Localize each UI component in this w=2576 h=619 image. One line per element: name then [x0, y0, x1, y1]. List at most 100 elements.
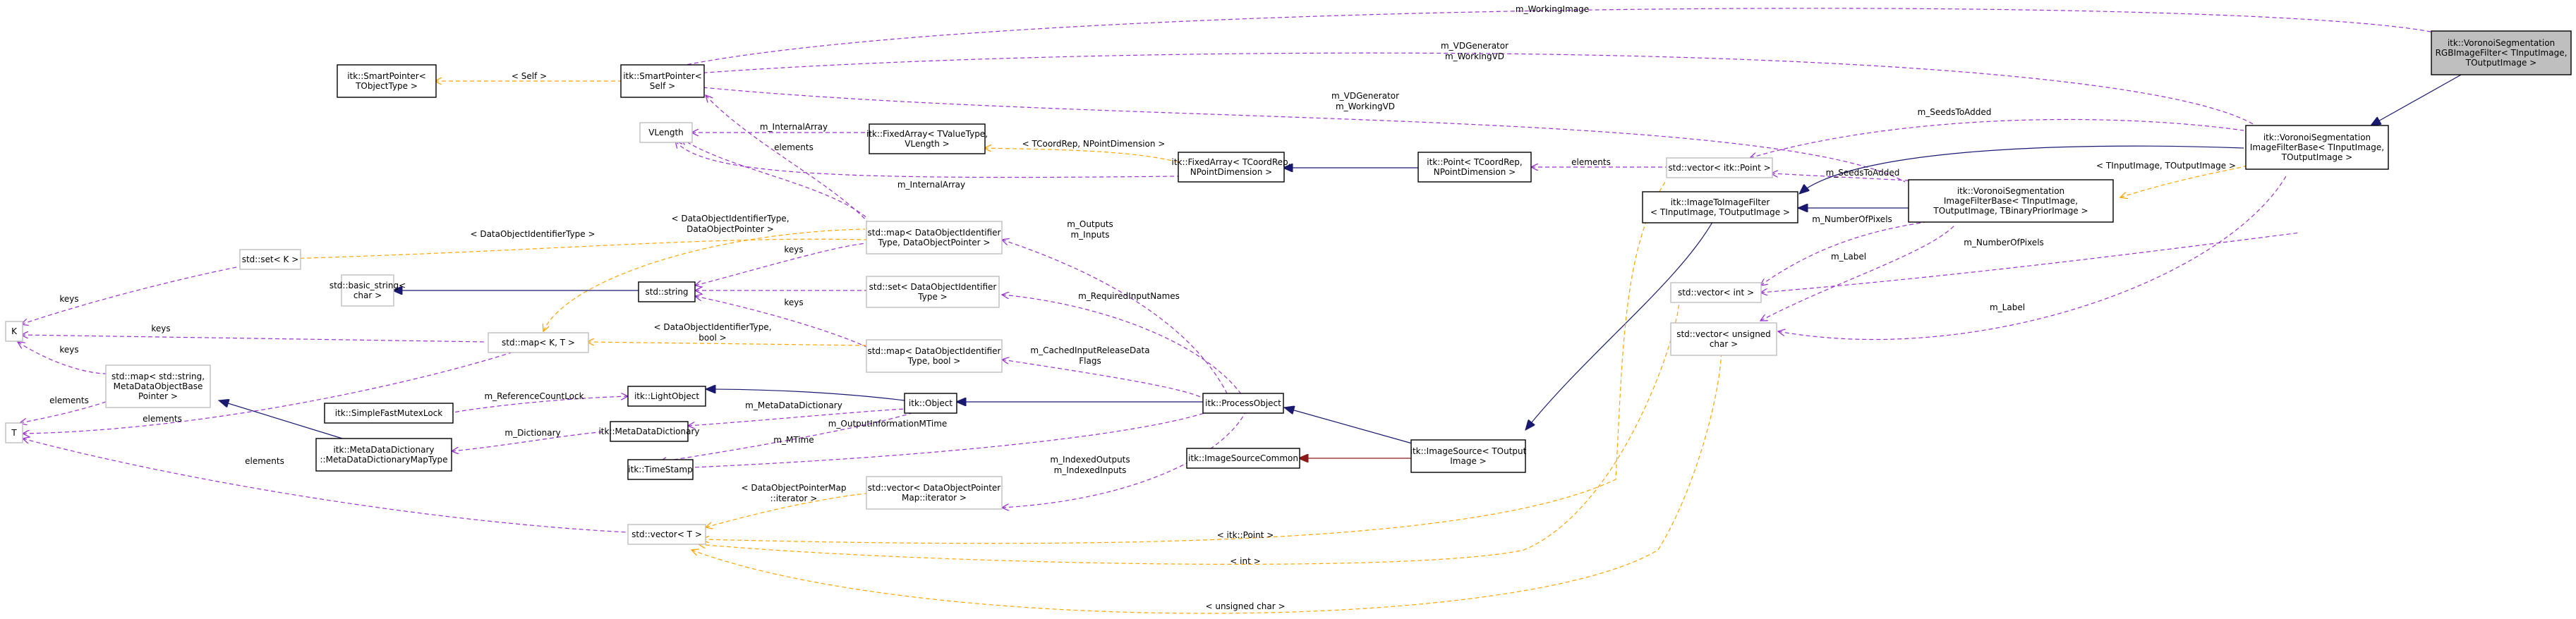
node-label-line: std::basic_string<: [329, 281, 406, 290]
node-smartptr-self[interactable]: itk::SmartPointer<Self >: [620, 64, 705, 98]
node-box: [869, 123, 986, 154]
node-label-line: T: [11, 428, 17, 438]
node-vec-point[interactable]: std::vector< itk::Point >: [1666, 157, 1773, 178]
edge-label-inputs: m_Inputs: [1070, 230, 1109, 240]
node-box: [1186, 448, 1300, 469]
edge-nop-2: [1760, 232, 2301, 293]
node-box: [337, 64, 437, 98]
edge-label-tinput: < TInputImage, TOutputImage >: [2096, 161, 2236, 171]
edge-working-image: [660, 8, 2431, 71]
node-label-line: K: [11, 326, 18, 336]
node-map-kt[interactable]: std::map< K, T >: [488, 332, 589, 353]
node-fixedarray-tv[interactable]: itk::FixedArray< TValueType,VLength >: [866, 123, 988, 154]
node-imagesource[interactable]: itk::ImageSource< TOutputImage >: [1410, 439, 1527, 473]
edge-sfml-light: [452, 396, 628, 413]
edge-voronoi-base-rgb: [2371, 73, 2463, 125]
node-label-line: std::vector< DataObjectPointer: [868, 483, 1001, 493]
node-mdd[interactable]: itk::MetaDataDictionary: [598, 421, 700, 442]
node-vlength[interactable]: VLength: [639, 122, 693, 143]
node-voronoi-base2[interactable]: itk::VoronoiSegmentationImageFilterBase<…: [1908, 179, 2114, 223]
node-voronoi-base[interactable]: itk::VoronoiSegmentationImageFilterBase<…: [2245, 125, 2389, 170]
node-img2img[interactable]: itk::ImageToImageFilter< TInputImage, TO…: [1642, 191, 1798, 223]
edge-label-dict: m_Dictionary: [504, 428, 560, 438]
edge-selfptr-elements: [706, 95, 869, 223]
node-box: [627, 524, 706, 545]
edge-label-keys-4: keys: [151, 324, 170, 333]
edge-label-dot1b: DataObjectPointer >: [687, 224, 774, 234]
node-box: [1670, 322, 1777, 356]
node-box: [488, 332, 589, 353]
node-string[interactable]: std::string: [638, 281, 696, 302]
edge-label-label-1: m_Label: [1831, 252, 1866, 262]
node-T[interactable]: T: [5, 422, 23, 443]
edge-label-working-image: m_WorkingImage: [1516, 4, 1589, 14]
node-map-dopn[interactable]: std::map< DataObjectIdentifierType, Data…: [866, 221, 1003, 255]
edge-label-workingvd-2: m_WorkingVD: [1336, 102, 1395, 111]
node-voronoi-rgb[interactable]: itk::VoronoiSegmentationRGBImageFilter< …: [2431, 30, 2572, 75]
edge-vlength-elements: [681, 138, 869, 219]
node-processobject[interactable]: itk::ProcessObject: [1202, 393, 1284, 414]
node-K[interactable]: K: [5, 321, 23, 342]
node-mdd-map[interactable]: itk::MetaDataDictionary::MetaDataDiction…: [315, 438, 452, 472]
node-sfml[interactable]: itk::SimpleFastMutexLock: [324, 403, 454, 424]
node-label-line: itk::TimeStamp: [628, 465, 692, 474]
node-box: [1202, 393, 1284, 414]
node-box: [1410, 439, 1526, 473]
node-label-line: itk::LightObject: [634, 391, 699, 401]
node-set-doi[interactable]: std::set< DataObjectIdentifierType >: [866, 276, 1000, 308]
node-object[interactable]: itk::Object: [904, 393, 957, 414]
edge-imagesource-img2img: [1525, 218, 1715, 430]
node-box: [639, 122, 693, 143]
edge-lightobject-object: [706, 389, 905, 401]
edge-vdgenerator-1: [661, 52, 2258, 128]
node-box: [866, 476, 1003, 510]
edge-label-mdd: m_MetaDataDictionary: [745, 400, 842, 410]
node-label-line: VLength >: [905, 139, 949, 149]
node-smartptr-t[interactable]: itk::SmartPointer<TObjectType >: [337, 64, 437, 98]
node-label-line: std::map< DataObjectIdentifier: [868, 228, 1001, 238]
edge-int-vec-t: [699, 299, 1680, 565]
node-lightobject[interactable]: itk::LightObject: [627, 386, 706, 407]
node-label-line: itk::SimpleFastMutexLock: [335, 408, 443, 418]
node-isc[interactable]: itk::ImageSourceCommon: [1186, 448, 1300, 469]
edge-label-vdgenerator-1: m_VDGenerator: [1441, 41, 1508, 51]
edge-label-io2: m_IndexedInputs: [1054, 465, 1127, 475]
edge-label-point-elements: elements: [1571, 157, 1611, 167]
node-box: [5, 422, 23, 443]
node-vec-t[interactable]: std::vector< T >: [627, 524, 706, 545]
node-label-line: std::vector< int >: [1678, 288, 1754, 298]
edge-label-outputs: m_Outputs: [1067, 219, 1113, 229]
edge-label-2: [1778, 176, 2287, 341]
edge-dopm-vec-t: [706, 493, 867, 527]
node-map-string-meta[interactable]: std::map< std::string,MetaDataObjectBase…: [105, 364, 211, 408]
node-label-line: std::vector< unsigned: [1676, 329, 1771, 339]
edge-processobject-imagesource: [1284, 407, 1415, 445]
node-box: [1178, 152, 1285, 183]
edge-label-elements-t3: elements: [245, 456, 284, 466]
edge-keys-set-k: [21, 266, 241, 324]
node-label-line: Type, DataObjectPointer >: [878, 238, 991, 247]
edge-string-map: [695, 243, 867, 286]
edge-label-dob1: < DataObjectIdentifierType,: [653, 322, 771, 332]
node-basic-string[interactable]: std::basic_string<char >: [329, 274, 406, 307]
node-box: [341, 274, 394, 307]
edge-label-elements-t1: elements: [49, 396, 89, 405]
node-vec-int[interactable]: std::vector< int >: [1670, 282, 1762, 303]
node-label-line: itk::ImageSource< TOutput: [1410, 446, 1527, 456]
node-set-k[interactable]: std::set< K >: [239, 249, 301, 270]
node-point[interactable]: itk::Point< TCoordRep,NPointDimension >: [1417, 152, 1532, 183]
edge-vec-dopm-io: [1002, 412, 1246, 508]
node-timestamp[interactable]: itk::TimeStamp: [627, 459, 694, 480]
edge-set-doi-rin: [1002, 295, 1242, 396]
node-vec-dopm[interactable]: std::vector< DataObjectPointerMap::itera…: [866, 476, 1003, 510]
edge-label-seeds-1: m_SeedsToAdded: [1918, 107, 1992, 117]
edge-seeds-2: [1771, 173, 1909, 181]
node-map-dob[interactable]: std::map< DataObjectIdentifierType, bool…: [866, 339, 1003, 373]
edge-string-mapdob: [695, 296, 867, 348]
edge-keys-k-metamap: [18, 342, 107, 374]
edge-label-keys-3: keys: [784, 298, 803, 307]
node-box: [2245, 125, 2389, 170]
node-fixedarray-tc[interactable]: itk::FixedArray< TCoordRep,NPointDimensi…: [1171, 152, 1291, 183]
node-label-line: TOutputImage >: [2281, 152, 2352, 162]
